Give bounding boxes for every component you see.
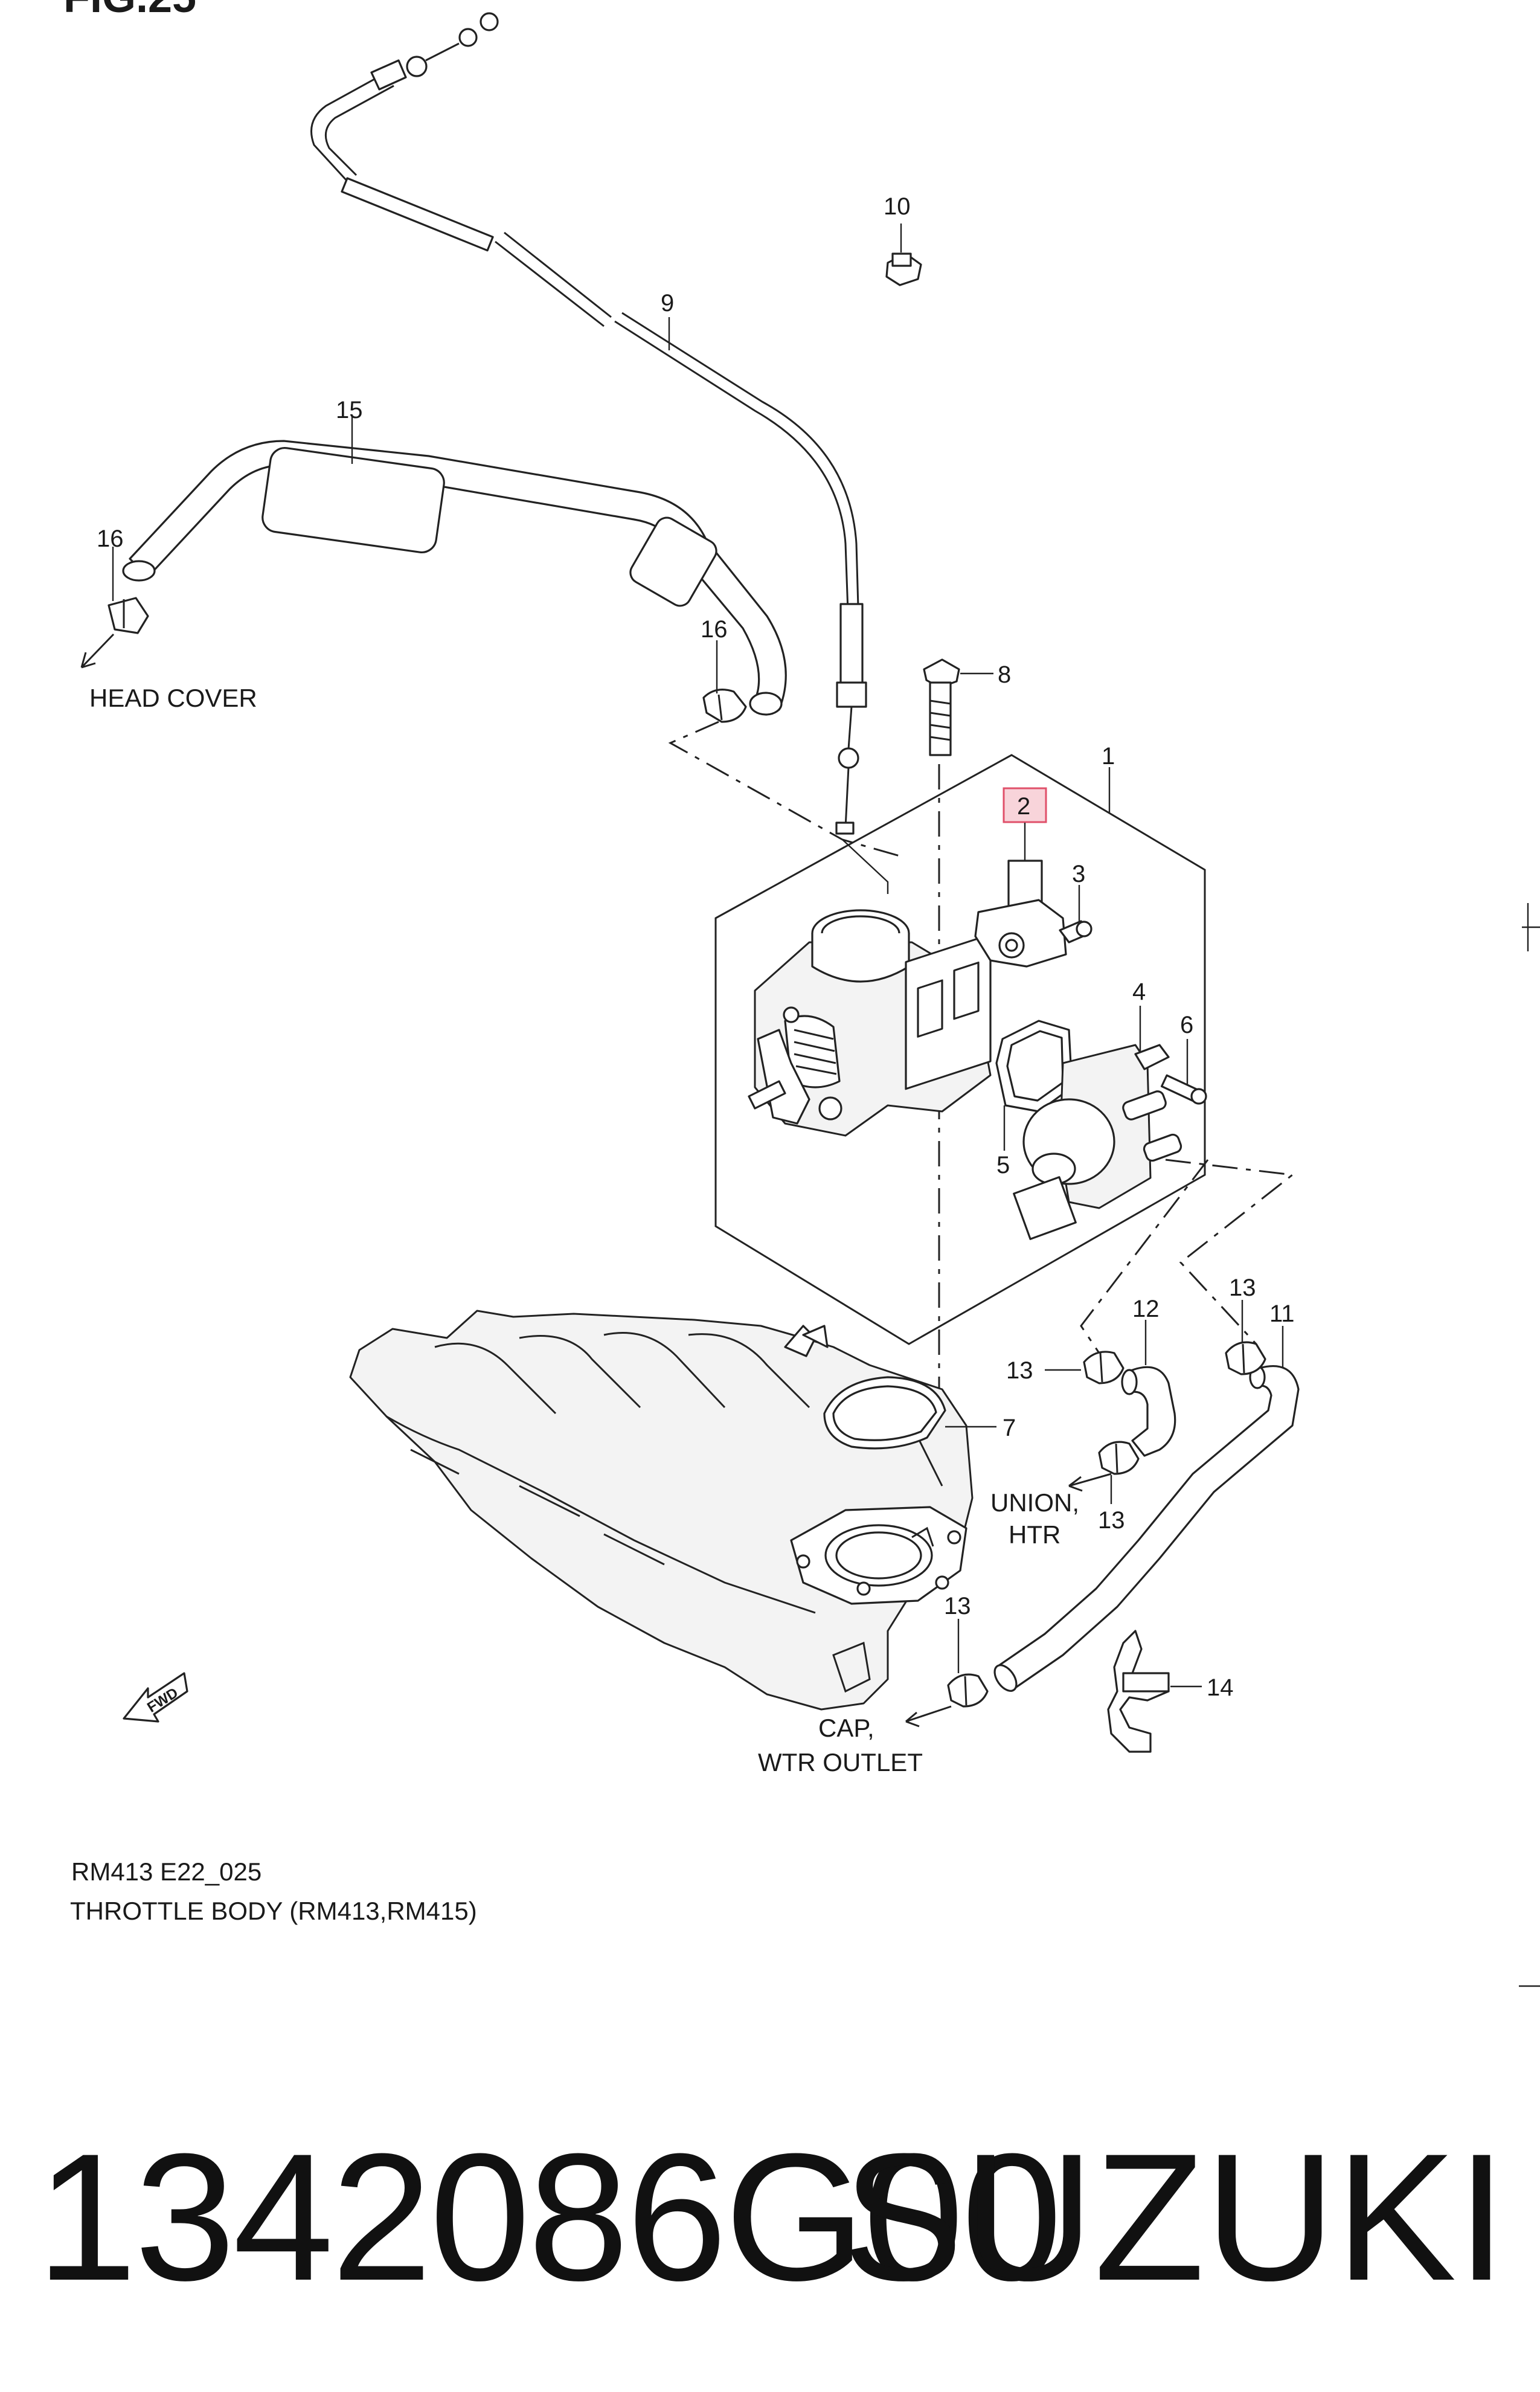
clip-16-right xyxy=(702,689,747,723)
fig-label: FIG.25 xyxy=(63,0,196,22)
arrow-union-htr xyxy=(1068,1473,1112,1487)
note-union-htr-2: HTR xyxy=(1009,1520,1060,1549)
hose-11 xyxy=(993,1365,1300,1692)
arrow-cap-wtr-tip xyxy=(905,1711,920,1728)
throttle-position-sensor xyxy=(974,860,1067,968)
diagram-svg: FIG.25 9 10 xyxy=(63,0,1540,1987)
callout-5: 5 xyxy=(996,1152,1010,1178)
callout-9: 9 xyxy=(661,290,674,317)
clip-13-a xyxy=(1083,1351,1125,1384)
callout-1: 1 xyxy=(1102,743,1115,770)
dash-line xyxy=(1080,1159,1209,1354)
clip-13-d xyxy=(947,1673,989,1708)
callout-2: 2 xyxy=(1017,793,1030,820)
pcv-hose xyxy=(122,440,787,716)
model-code: RM413 E22_025 xyxy=(71,1857,261,1886)
callout-13d: 13 xyxy=(944,1593,971,1619)
dash-line xyxy=(1165,1159,1295,1345)
note-head-cover: HEAD COVER xyxy=(89,684,257,712)
gasket-5 xyxy=(995,1020,1073,1113)
screw-3 xyxy=(1059,920,1092,944)
callout-10: 10 xyxy=(884,193,911,220)
figure-title: THROTTLE BODY (RM413,RM415) xyxy=(70,1897,477,1925)
callout-13a: 13 xyxy=(1006,1357,1033,1384)
gasket-7 xyxy=(823,1376,946,1450)
callout-7: 7 xyxy=(1003,1415,1016,1441)
dash-line xyxy=(668,721,906,859)
caption-bar xyxy=(0,1987,1540,2392)
intake-manifold xyxy=(349,1310,974,1711)
throttle-body xyxy=(748,909,992,1137)
callout-6: 6 xyxy=(1180,1012,1193,1038)
clip-13-b xyxy=(1225,1341,1266,1375)
screw-6 xyxy=(1160,1074,1207,1105)
note-cap-wtr-2: WTR OUTLET xyxy=(758,1748,923,1776)
parts-diagram: FIG.25 9 10 xyxy=(63,0,1540,1987)
bolt-10 xyxy=(885,252,922,286)
clip-13-c xyxy=(1098,1441,1140,1475)
arrow-union-htr-tip xyxy=(1068,1476,1083,1492)
arrow-head-cover xyxy=(80,633,115,669)
callout-16a: 16 xyxy=(97,526,124,552)
bolt-8 xyxy=(923,658,960,756)
note-union-htr-1: UNION, xyxy=(990,1488,1079,1517)
callout-15: 15 xyxy=(336,397,363,423)
highlight-box-2 xyxy=(1003,787,1047,823)
brand-name: SUZUKI xyxy=(842,2115,1507,2318)
callout-3: 3 xyxy=(1072,861,1085,887)
note-cap-wtr-1: CAP, xyxy=(818,1714,874,1742)
callout-13c: 13 xyxy=(1098,1507,1125,1534)
arrow-head-cover-tip xyxy=(80,652,96,669)
clip-16-left xyxy=(107,597,149,634)
callout-16b: 16 xyxy=(701,616,728,643)
callout-13b: 13 xyxy=(1229,1275,1256,1301)
callout-14: 14 xyxy=(1207,1674,1234,1701)
callout-11: 11 xyxy=(1269,1300,1295,1327)
callout-8: 8 xyxy=(998,661,1011,688)
accelerator-cable xyxy=(310,12,867,835)
hose-12 xyxy=(1121,1366,1176,1457)
assembly-outline-1 xyxy=(714,754,1206,1345)
callout-12: 12 xyxy=(1132,1296,1160,1322)
fwd-arrow-icon: FWD xyxy=(123,1672,188,1723)
arrow-cap-wtr xyxy=(905,1705,952,1723)
clamp-14 xyxy=(1107,1630,1170,1753)
idle-air-control-valve xyxy=(1013,1044,1182,1240)
part-number: 1342086G00 xyxy=(36,2115,1062,2318)
dash-line xyxy=(842,839,889,894)
callout-4: 4 xyxy=(1132,979,1146,1005)
